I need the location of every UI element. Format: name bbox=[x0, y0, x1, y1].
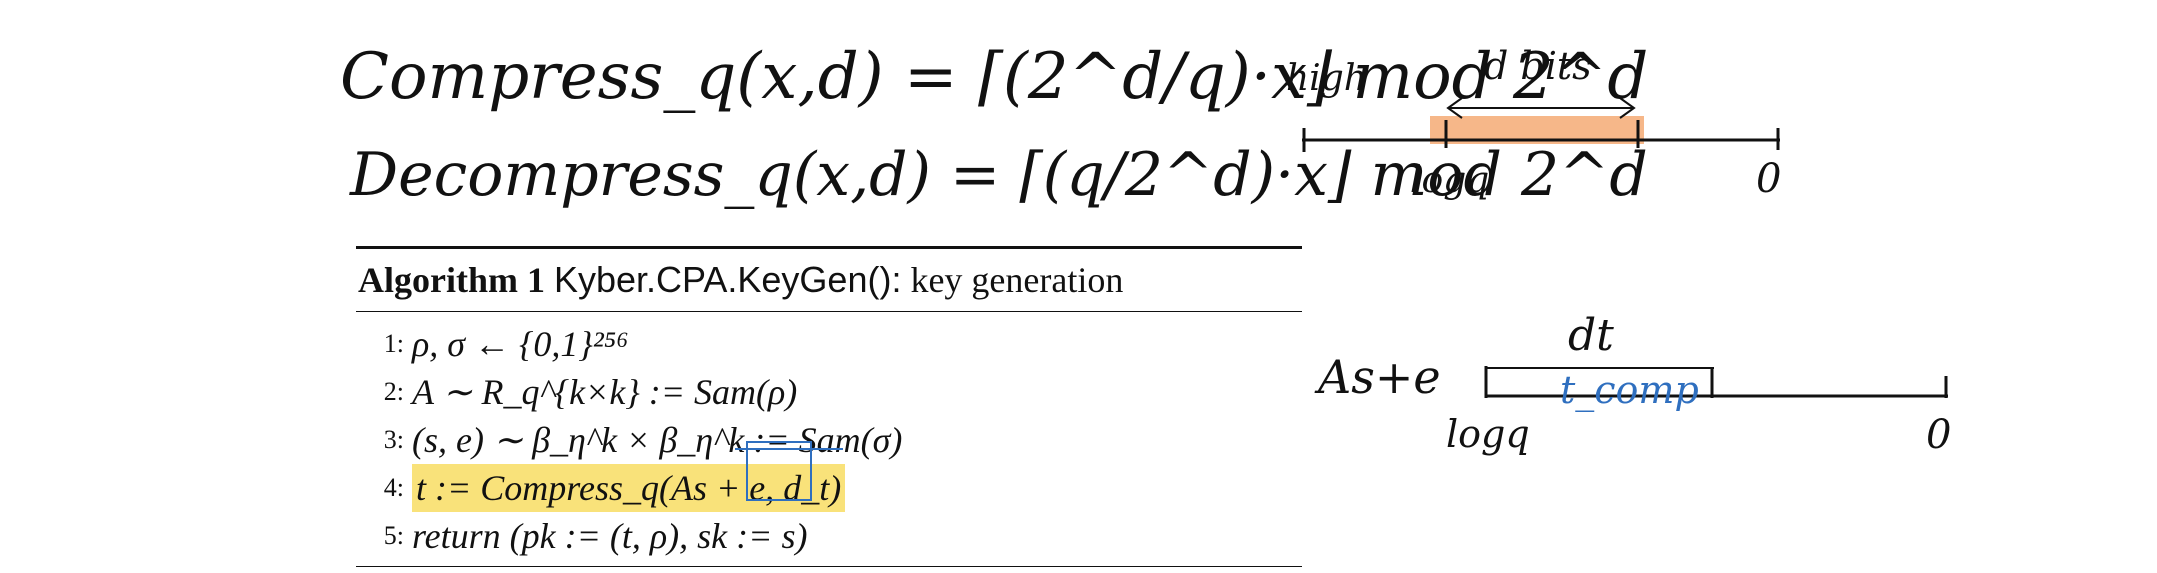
algo-line-4-highlighted: 4: t := Compress_q(As + e, d_t) bbox=[356, 464, 1302, 512]
line-number: 4: bbox=[383, 473, 404, 502]
algo-line-2: 2: A ∼ R_q^{k×k} := Sam(ρ) bbox=[356, 368, 1302, 416]
bits-arrow-right-head bbox=[1619, 97, 1636, 119]
decompress-formula: Decompress_q(x,d) = ⌈(q/2^d)·x⌋ mod 2^d bbox=[350, 140, 1648, 210]
label-as-plus-e: As+e bbox=[1318, 350, 1441, 404]
compress-formula: Compress_q(x,d) = ⌈(2^d/q)·x⌋ mod 2^d bbox=[340, 40, 1649, 114]
line-number: 2: bbox=[383, 377, 404, 406]
bits-arrow-left-head bbox=[1446, 97, 1463, 119]
line-text: (s, e) ∼ β_η^k × β_η^k := Sam(σ) bbox=[412, 420, 903, 460]
title-rule bbox=[356, 311, 1302, 312]
annotation-box bbox=[746, 441, 812, 501]
line-text: return (pk := (t, ρ), sk := s) bbox=[412, 516, 808, 556]
algo-line-3: 3: (s, e) ∼ β_η^k × β_η^k := Sam(σ) bbox=[356, 416, 1302, 464]
algorithm-label: Algorithm 1 bbox=[358, 260, 545, 300]
line-number: 1: bbox=[383, 329, 404, 358]
algorithm-lines: 1: ρ, σ ← {0,1}²⁵⁶ 2: A ∼ R_q^{k×k} := S… bbox=[356, 312, 1302, 566]
annotation-underline bbox=[735, 448, 843, 450]
algorithm-title: Algorithm 1 Kyber.CPA.KeyGen(): key gene… bbox=[356, 249, 1302, 311]
label-zero-top: 0 bbox=[1756, 156, 1782, 202]
label-zero-bottom: 0 bbox=[1926, 412, 1952, 458]
label-d-bits: d bits bbox=[1484, 44, 1592, 88]
algo-line-1: 1: ρ, σ ← {0,1}²⁵⁶ bbox=[356, 320, 1302, 368]
line-number: 3: bbox=[383, 425, 404, 454]
top-rule bbox=[356, 246, 1302, 249]
label-dt: dt bbox=[1568, 310, 1614, 361]
label-tcomp: t_comp bbox=[1560, 368, 1699, 412]
algorithm-name: Kyber.CPA.KeyGen(): bbox=[553, 259, 902, 300]
algo-line-5: 5: return (pk := (t, ρ), sk := s) bbox=[356, 512, 1302, 560]
algorithm-desc: key generation bbox=[910, 260, 1124, 300]
line-number: 5: bbox=[383, 521, 404, 550]
bottom-rule bbox=[356, 566, 1302, 567]
line-text: t := Compress_q(As + e, d_t) bbox=[412, 464, 846, 512]
label-high: high bbox=[1286, 58, 1367, 99]
label-logq-bottom: logq bbox=[1446, 412, 1530, 456]
line-text: A ∼ R_q^{k×k} := Sam(ρ) bbox=[412, 372, 798, 412]
label-logq-top: logq bbox=[1410, 160, 1490, 201]
algorithm-box: Algorithm 1 Kyber.CPA.KeyGen(): key gene… bbox=[356, 246, 1302, 567]
line-text: ρ, σ ← {0,1}²⁵⁶ bbox=[412, 324, 629, 364]
